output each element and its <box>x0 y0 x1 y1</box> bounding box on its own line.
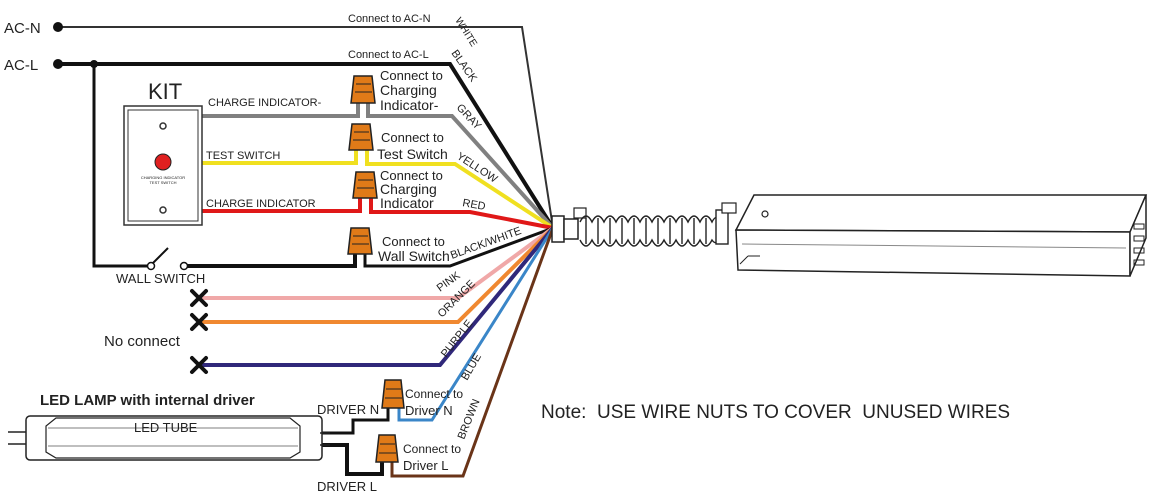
wire-purple <box>200 226 555 367</box>
wire-wall-switch <box>186 254 357 268</box>
kit-charge-indicator-neg: CHARGE INDICATOR- <box>208 97 322 109</box>
conduit-connector <box>551 207 587 243</box>
wire-blue <box>397 227 555 422</box>
led-tube <box>8 415 330 461</box>
connect-charging-neg-line2: Charging <box>380 82 437 98</box>
wire-brown <box>390 227 555 478</box>
connect-wall-switch-line2: Wall Switch <box>378 248 450 264</box>
wire-label-gray: GRAY <box>454 102 484 133</box>
led-lamp-title: LED LAMP with internal driver <box>40 392 255 409</box>
wire-driver-n <box>320 408 390 435</box>
wire-gray-kit <box>202 103 360 118</box>
connect-test-switch-line2: Test Switch <box>377 146 448 162</box>
wall-switch-label: WALL SWITCH <box>116 271 205 286</box>
kit-title: KIT <box>148 79 182 104</box>
wirenut-driver-n <box>381 379 405 409</box>
kit-test-switch: TEST SWITCH <box>206 150 280 162</box>
connect-ac-l-label: Connect to AC-L <box>348 49 429 61</box>
connect-test-switch-line1: Connect to <box>381 130 444 145</box>
no-connect-x-orange <box>190 313 208 331</box>
wire-label-white: WHITE <box>452 16 479 49</box>
wire-black-white <box>363 226 554 268</box>
connect-driver-n-line1: Connect to <box>405 387 463 401</box>
connect-charging-pos-line1: Connect to <box>380 168 443 183</box>
terminal-ac-n <box>53 22 63 32</box>
wire-red <box>369 198 554 230</box>
wirenut-test-switch <box>348 123 374 151</box>
wire-black <box>62 62 555 230</box>
wirenut-charging-neg <box>350 75 376 104</box>
indicator-led[interactable] <box>154 153 172 171</box>
connect-ac-n-label: Connect to AC-N <box>348 13 431 25</box>
connect-driver-n-line2: Driver N <box>405 403 453 418</box>
wire-ac-l-branch <box>92 64 150 268</box>
connect-charging-pos-line3: Indicator <box>380 195 434 211</box>
terminal-ac-l <box>53 59 63 69</box>
driver-n-label: DRIVER N <box>317 402 379 417</box>
wire-label-blue: BLUE <box>459 352 484 383</box>
wirenut-wall-switch <box>347 227 373 255</box>
connect-driver-l-line2: Driver L <box>403 458 449 473</box>
wirenut-driver-l <box>375 434 399 463</box>
connect-charging-neg-label: Connect to Charging Indicator- <box>380 68 443 113</box>
junction-dot <box>90 60 98 68</box>
connect-driver-l-line1: Connect to <box>403 442 461 456</box>
connect-wall-switch-line1: Connect to <box>382 234 445 249</box>
connect-driver-l-label: Connect to Driver L <box>403 442 461 473</box>
connect-charging-pos-line2: Charging <box>380 181 437 197</box>
no-connect-x-purple <box>190 356 208 374</box>
wire-orange <box>200 226 555 324</box>
wall-switch-symbol <box>146 247 189 271</box>
wire-white <box>62 26 554 229</box>
connect-wall-switch-label: Connect to Wall Switch <box>378 234 450 264</box>
flex-conduit <box>579 215 721 247</box>
plate-text-1: CHARGING INDICATOR <box>141 175 185 180</box>
wire-label-red: RED <box>461 197 486 213</box>
connect-charging-pos-label: Connect to Charging Indicator <box>380 168 443 211</box>
wire-driver-l <box>320 443 384 476</box>
connect-test-switch-label: Connect to Test Switch <box>377 130 448 162</box>
wirenut-charging-pos <box>352 171 378 199</box>
led-tube-label: LED TUBE <box>134 420 198 435</box>
wire-yellow <box>365 150 555 230</box>
wire-label-purple: PURPLE <box>439 318 476 360</box>
no-connect-x-pink <box>190 289 208 307</box>
driver-box <box>715 194 1148 277</box>
driver-l-label: DRIVER L <box>317 479 377 494</box>
kit-charge-indicator: CHARGE INDICATOR <box>206 198 316 210</box>
terminal-ac-l-label: AC-L <box>4 57 38 74</box>
note-text: Note: USE WIRE NUTS TO COVER UNUSED WIRE… <box>541 402 1010 423</box>
wire-yellow-kit <box>202 150 358 165</box>
wire-red-kit <box>202 198 362 213</box>
plate-text-2: TEST SWITCH <box>149 180 176 185</box>
wire-gray <box>366 103 555 230</box>
connect-charging-neg-line3: Indicator- <box>380 97 439 113</box>
connect-driver-n-label: Connect to Driver N <box>405 387 463 418</box>
connect-charging-neg-line1: Connect to <box>380 68 443 83</box>
wire-pink <box>200 226 555 300</box>
terminal-ac-n-label: AC-N <box>4 20 41 37</box>
no-connect-label: No connect <box>104 333 181 350</box>
